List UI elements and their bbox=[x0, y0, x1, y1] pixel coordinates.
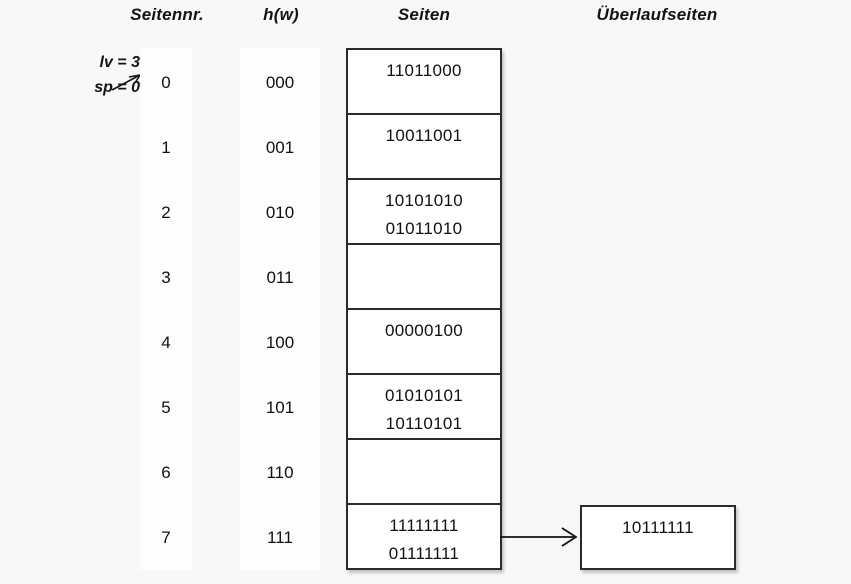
page-record: 01011010 bbox=[385, 219, 463, 238]
hash-value-cell: 100 bbox=[265, 333, 295, 352]
header-seitennr: Seitennr. bbox=[130, 5, 204, 24]
page-bucket-row[interactable]: 11011000 bbox=[348, 50, 500, 115]
page-record: 11011000 bbox=[386, 61, 462, 80]
page-bucket-row[interactable] bbox=[348, 245, 500, 310]
page-record: 01111111 bbox=[388, 544, 460, 563]
page-number-cell: 2 bbox=[161, 203, 171, 222]
page-bucket-row[interactable] bbox=[348, 440, 500, 505]
split-pointer-parameter: sp = 0 bbox=[94, 79, 140, 96]
header-seiten: Seiten bbox=[397, 5, 451, 24]
page-record: 00000100 bbox=[384, 321, 464, 340]
overflow-link-arrow-icon bbox=[500, 527, 578, 547]
page-number-cell: 0 bbox=[161, 73, 171, 92]
header-ueberlaufseiten: Überlaufseiten bbox=[596, 5, 718, 24]
page-record: 11111111 bbox=[389, 516, 459, 535]
page-bucket-row[interactable]: 11111111 01111111 bbox=[348, 505, 500, 568]
page-bucket-row[interactable]: 10101010 01011010 bbox=[348, 180, 500, 245]
page-number-column bbox=[140, 48, 192, 570]
pages-table: 11011000 10011001 10101010 01011010 0000… bbox=[346, 48, 502, 570]
page-number-cell: 7 bbox=[161, 528, 171, 547]
hash-value-cell: 000 bbox=[265, 73, 295, 92]
level-parameter: lv = 3 bbox=[99, 54, 140, 71]
page-record: 10011001 bbox=[385, 126, 463, 145]
page-number-cell: 5 bbox=[161, 398, 171, 417]
page-bucket-row[interactable]: 01010101 10110101 bbox=[348, 375, 500, 440]
overflow-record: 10111111 bbox=[622, 518, 694, 537]
header-hash-function: h(w) bbox=[263, 5, 299, 24]
hash-value-cell: 001 bbox=[265, 138, 295, 157]
page-number-cell: 3 bbox=[161, 268, 171, 287]
page-record: 01010101 bbox=[384, 386, 464, 405]
page-number-cell: 1 bbox=[161, 138, 171, 157]
hash-value-cell: 110 bbox=[266, 463, 294, 482]
page-number-cell: 4 bbox=[161, 333, 171, 352]
hash-value-cell: 101 bbox=[265, 398, 295, 417]
page-bucket-row[interactable]: 10011001 bbox=[348, 115, 500, 180]
page-bucket-row[interactable]: 00000100 bbox=[348, 310, 500, 375]
overflow-page-box[interactable]: 10111111 bbox=[580, 505, 736, 570]
page-record: 10110101 bbox=[385, 414, 463, 433]
hash-value-cell: 111 bbox=[267, 528, 293, 547]
hash-value-cell: 011 bbox=[266, 268, 294, 287]
hash-value-cell: 010 bbox=[265, 203, 295, 222]
hash-parameters: lv = 3 sp = 0 bbox=[30, 50, 140, 100]
page-number-cell: 6 bbox=[161, 463, 171, 482]
page-record: 10101010 bbox=[384, 191, 464, 210]
hash-value-column bbox=[240, 48, 320, 570]
